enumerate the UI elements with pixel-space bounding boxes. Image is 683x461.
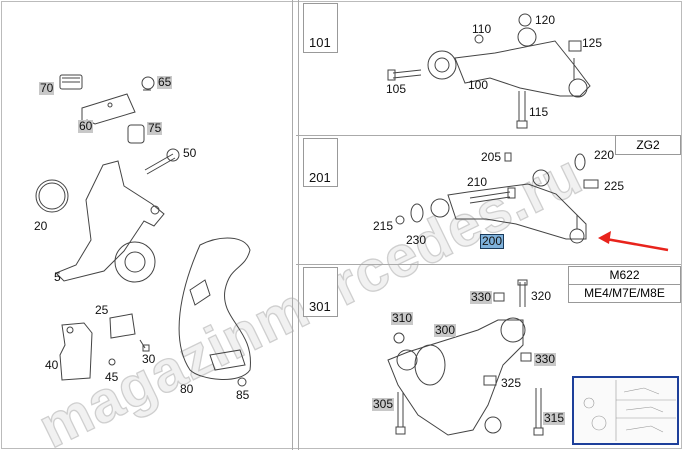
part-label[interactable]: 105	[386, 82, 407, 96]
ref-box-201	[303, 138, 338, 187]
part-25	[109, 313, 136, 339]
part-100-arm	[427, 27, 591, 97]
ref-box-101	[303, 3, 338, 53]
part-80-shield	[178, 237, 251, 380]
overview-thumbnail[interactable]	[572, 376, 679, 445]
part-label[interactable]: 5	[54, 270, 61, 284]
code-engine: M622	[568, 266, 681, 285]
part-label[interactable]: 305	[372, 397, 395, 411]
part-125	[568, 40, 582, 52]
part-label[interactable]: 80	[180, 382, 194, 396]
part-315	[533, 388, 544, 436]
part-label[interactable]: 85	[236, 388, 250, 402]
part-20	[35, 179, 69, 213]
part-label[interactable]: 225	[604, 179, 625, 193]
part-225	[583, 179, 599, 189]
part-300-arm	[387, 317, 526, 436]
part-label[interactable]: 45	[105, 370, 119, 384]
part-330b	[520, 352, 532, 362]
part-label[interactable]: 25	[95, 303, 109, 317]
part-205	[504, 152, 512, 162]
part-label[interactable]: 20	[34, 219, 48, 233]
part-label[interactable]: 310	[391, 311, 414, 325]
ref-label[interactable]: 301	[309, 299, 331, 314]
part-30	[139, 339, 150, 352]
code-zg2: ZG2	[615, 135, 681, 155]
part-320	[517, 279, 528, 307]
part-label[interactable]: 120	[535, 13, 556, 27]
part-label[interactable]: 30	[142, 352, 156, 366]
part-label[interactable]: 115	[529, 105, 549, 119]
part-label[interactable]: 220	[594, 148, 615, 162]
part-305	[395, 392, 406, 435]
part-label[interactable]: 330	[470, 290, 493, 304]
part-40	[59, 322, 93, 381]
ref-box-301	[303, 267, 338, 317]
part-210	[469, 187, 516, 204]
ref-label[interactable]: 201	[309, 170, 331, 185]
part-label[interactable]: 75	[147, 121, 163, 135]
code-variants: ME4/M7E/M8E	[568, 284, 681, 303]
part-label[interactable]: 40	[45, 358, 59, 372]
part-label[interactable]: 210	[467, 175, 488, 189]
diagram-frame	[1, 1, 682, 449]
part-330a	[493, 292, 505, 302]
part-215	[395, 215, 405, 225]
part-label[interactable]: 315	[543, 411, 566, 425]
part-70	[59, 74, 83, 90]
part-105	[387, 69, 422, 81]
balljoint	[568, 58, 588, 98]
part-label[interactable]: 100	[468, 78, 489, 92]
part-115	[516, 91, 528, 129]
part-75	[127, 124, 145, 144]
part-230	[410, 203, 424, 223]
part-65	[141, 76, 155, 91]
part-label[interactable]: 320	[531, 289, 552, 303]
part-label[interactable]: 230	[406, 233, 427, 247]
part-310	[393, 332, 405, 344]
part-label[interactable]: 205	[481, 150, 502, 164]
part-label[interactable]: 330	[534, 352, 557, 366]
part-45	[108, 358, 116, 366]
part-label[interactable]: 60	[78, 119, 94, 133]
divider	[292, 0, 293, 450]
part-label[interactable]: 125	[582, 36, 603, 50]
part-325	[483, 375, 497, 386]
part-50	[144, 148, 180, 175]
part-110	[474, 34, 484, 44]
part-label[interactable]: 50	[183, 146, 197, 160]
part-5-knuckle	[55, 160, 165, 283]
parts-illustration	[35, 5, 669, 436]
divider	[298, 0, 299, 450]
red-arrow-icon	[598, 231, 669, 252]
part-200-arm	[430, 169, 587, 244]
thumbnail-preview	[583, 380, 676, 441]
part-85	[237, 377, 247, 387]
part-label[interactable]: 300	[434, 323, 457, 337]
part-220	[574, 153, 586, 171]
part-label[interactable]: 65	[157, 75, 173, 89]
part-label[interactable]: 70	[39, 81, 55, 95]
ref-label[interactable]: 101	[309, 35, 331, 50]
part-label[interactable]: 325	[501, 376, 522, 390]
part-label[interactable]: 110	[472, 22, 492, 36]
divider	[296, 135, 681, 136]
divider	[296, 264, 681, 265]
part-label[interactable]: 215	[373, 219, 394, 233]
part-120	[518, 13, 532, 27]
part-label-selected[interactable]: 200	[479, 234, 505, 249]
